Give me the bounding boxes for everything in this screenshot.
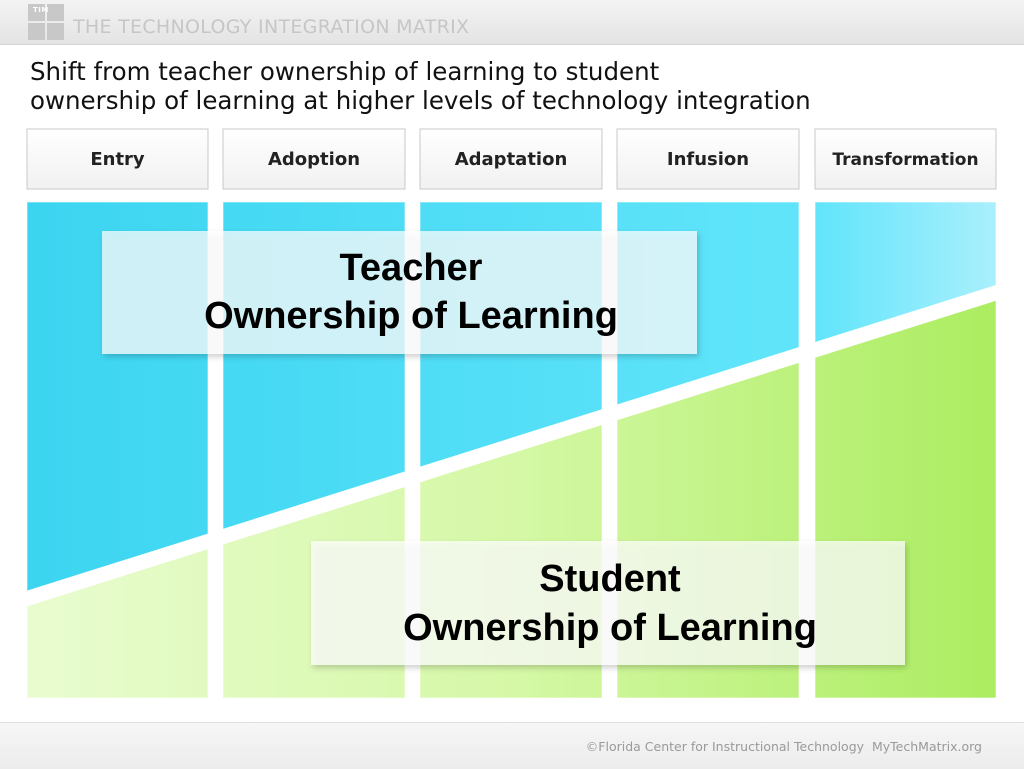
subtitle-line-2: ownership of learning at higher levels o… xyxy=(30,86,811,115)
student-box-line-1: Student xyxy=(539,558,681,600)
footer-site-link[interactable]: MyTechMatrix.org xyxy=(871,739,982,754)
column-label-transformation: Transformation xyxy=(832,150,978,170)
column-header-infusion: Infusion xyxy=(616,128,800,190)
column-label-entry: Entry xyxy=(90,149,145,170)
app-title: THE TECHNOLOGY INTEGRATION MATRIX xyxy=(73,16,470,38)
column-headers: Entry Adoption Adaptation Infusion Trans… xyxy=(26,128,997,190)
diagonal-divider xyxy=(27,276,996,615)
teacher-ownership-box: Teacher Ownership of Learning xyxy=(102,231,697,354)
column-outlines xyxy=(26,201,997,699)
subtitle: Shift from teacher ownership of learning… xyxy=(30,57,990,115)
subtitle-line-1: Shift from teacher ownership of learning… xyxy=(30,57,660,86)
column-header-entry: Entry xyxy=(26,128,209,190)
tim-logo-icon: TIM xyxy=(28,4,66,40)
column-label-adoption: Adoption xyxy=(268,149,360,170)
ownership-diagram: Entry Adoption Adaptation Infusion Trans… xyxy=(26,128,997,699)
header-bar: TIM THE TECHNOLOGY INTEGRATION MATRIX xyxy=(0,0,1024,45)
column-label-adaptation: Adaptation xyxy=(455,149,568,170)
footer: ©Florida Center for Instructional Techno… xyxy=(0,722,1024,769)
student-ownership-box: Student Ownership of Learning xyxy=(311,541,905,665)
footer-copyright: ©Florida Center for Instructional Techno… xyxy=(585,739,865,754)
student-box-line-2: Ownership of Learning xyxy=(403,607,817,649)
teacher-box-line-2: Ownership of Learning xyxy=(204,295,618,337)
footer-text: ©Florida Center for Instructional Techno… xyxy=(586,739,982,754)
column-header-adaptation: Adaptation xyxy=(419,128,603,190)
teacher-box-line-1: Teacher xyxy=(340,247,483,289)
column-header-transformation: Transformation xyxy=(814,128,997,190)
logo-text: TIM xyxy=(33,6,49,14)
column-header-adoption: Adoption xyxy=(222,128,406,190)
column-label-infusion: Infusion xyxy=(667,149,749,170)
